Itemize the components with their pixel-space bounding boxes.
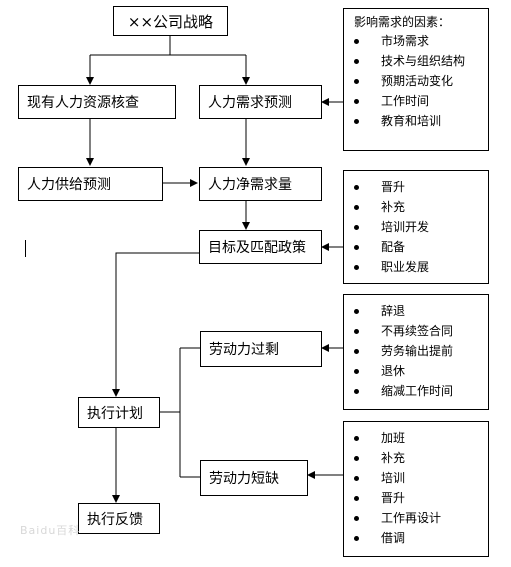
- list-item: 退休: [354, 361, 488, 381]
- bullet-icon: [354, 98, 359, 104]
- demand-factors-title: 影响需求的因素：: [354, 15, 451, 29]
- list-item: 职业发展: [354, 257, 488, 277]
- list-item: 工作时间: [354, 91, 488, 111]
- list-item-text: 补充: [381, 200, 406, 214]
- list-item-text: 晋升: [381, 180, 406, 194]
- list-item-text: 不再续签合同: [381, 324, 454, 338]
- list-item-text: 加班: [381, 431, 406, 445]
- bullet-icon: [354, 348, 359, 354]
- bullet-icon: [354, 515, 359, 521]
- bullet-icon: [354, 475, 359, 481]
- list-item: 市场需求: [354, 31, 488, 51]
- list-item: 预期活动变化: [354, 71, 488, 91]
- node-goals-policies: 目标及匹配政策: [199, 230, 322, 264]
- bullet-icon: [354, 78, 359, 84]
- bullet-icon: [354, 58, 359, 64]
- list-item-text: 工作再设计: [381, 511, 442, 525]
- bullet-icon: [354, 184, 359, 190]
- node-hr-supply-forecast: 人力供给预测: [18, 167, 163, 201]
- panel-demand-factors: 影响需求的因素： 市场需求 技术与组织结构 预期活动变化 工作时间 教育和培训: [343, 8, 489, 151]
- list-item-text: 晋升: [381, 491, 406, 505]
- list-item: 缩减工作时间: [354, 381, 488, 401]
- bullet-icon: [354, 495, 359, 501]
- list-item-text: 工作时间: [381, 94, 430, 108]
- bullet-icon: [354, 368, 359, 374]
- list-item-text: 劳务输出提前: [381, 344, 454, 358]
- bullet-icon: [354, 244, 359, 250]
- bullet-icon: [354, 535, 359, 541]
- list-item-text: 培训开发: [381, 220, 430, 234]
- node-execute-plan: 执行计划: [78, 397, 160, 428]
- bullet-icon: [354, 264, 359, 270]
- bullet-icon: [354, 435, 359, 441]
- list-item-text: 借调: [381, 531, 406, 545]
- list-item: 补充: [354, 448, 488, 468]
- bullet-icon: [354, 455, 359, 461]
- list-item-text: 职业发展: [381, 260, 430, 274]
- list-item-text: 配备: [381, 240, 406, 254]
- node-feedback: 执行反馈: [78, 503, 160, 534]
- node-strategy: ××公司战略: [113, 6, 228, 36]
- list-item: 借调: [354, 528, 488, 548]
- arrow-goals-to-plan: [112, 252, 199, 397]
- list-item: 培训: [354, 468, 488, 488]
- node-current-hr-check: 现有人力资源核查: [18, 85, 176, 119]
- list-item: 晋升: [354, 488, 488, 508]
- list-item-text: 预期活动变化: [381, 74, 454, 88]
- list-item-text: 技术与组织结构: [381, 54, 466, 68]
- panel-surplus-measures: 辞退 不再续签合同 劳务输出提前 退休 缩减工作时间: [343, 294, 489, 410]
- list-item: 晋升: [354, 177, 488, 197]
- list-item: 加班: [354, 428, 488, 448]
- list-item: 配备: [354, 237, 488, 257]
- node-shortage: 劳动力短缺: [200, 460, 308, 496]
- node-net-hr-demand: 人力净需求量: [199, 167, 322, 201]
- bullet-icon: [354, 38, 359, 44]
- bullet-icon: [354, 308, 359, 314]
- list-item: 培训开发: [354, 217, 488, 237]
- bullet-icon: [354, 118, 359, 124]
- list-item: 不再续签合同: [354, 321, 488, 341]
- bullet-icon: [354, 204, 359, 210]
- list-item-text: 市场需求: [381, 34, 430, 48]
- panel-shortage-measures: 加班 补充 培训 晋升 工作再设计 借调: [343, 421, 489, 557]
- list-item: 工作再设计: [354, 508, 488, 528]
- node-surplus: 劳动力过剩: [200, 331, 322, 367]
- list-item: 补充: [354, 197, 488, 217]
- bullet-icon: [354, 388, 359, 394]
- list-item: 教育和培训: [354, 111, 488, 131]
- watermark: Baidu百科: [20, 524, 81, 537]
- node-hr-demand-forecast: 人力需求预测: [199, 85, 322, 119]
- panel-policies: 晋升 补充 培训开发 配备 职业发展: [343, 170, 489, 284]
- bullet-icon: [354, 328, 359, 334]
- list-item-text: 退休: [381, 364, 406, 378]
- list-item-text: 培训: [381, 471, 406, 485]
- bullet-icon: [354, 224, 359, 230]
- list-item: 辞退: [354, 301, 488, 321]
- list-item-text: 补充: [381, 451, 406, 465]
- list-item-text: 辞退: [381, 304, 406, 318]
- list-item: 技术与组织结构: [354, 51, 488, 71]
- list-item-text: 缩减工作时间: [381, 384, 454, 398]
- list-item-text: 教育和培训: [381, 114, 442, 128]
- text-cursor: [25, 240, 26, 257]
- list-item: 劳务输出提前: [354, 341, 488, 361]
